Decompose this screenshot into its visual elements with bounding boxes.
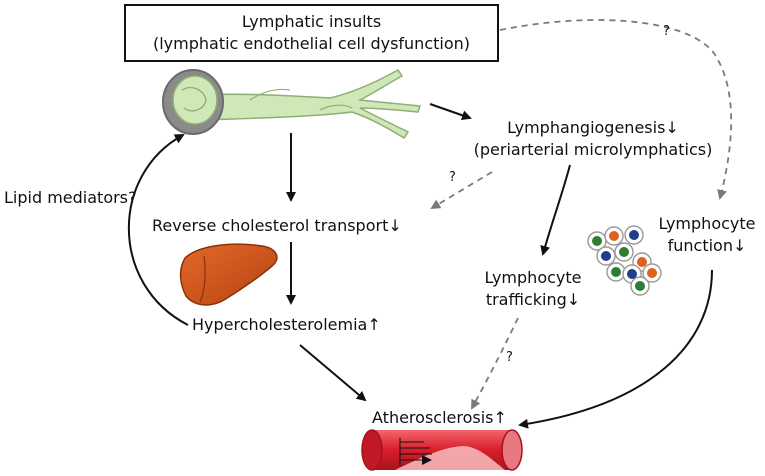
question-mark-bottom: ? bbox=[506, 350, 513, 365]
arrow-insults-to-function bbox=[499, 19, 733, 200]
lymphocyte-trafficking-label: Lymphocyte bbox=[484, 268, 582, 287]
hypercholesterolemia-label: Hypercholesterolemia↑ bbox=[192, 315, 381, 334]
arrow-hypercholesterolemia-to-vessel bbox=[127, 134, 189, 326]
lymphangiogenesis-sublabel: (periarterial microlymphatics) bbox=[473, 140, 713, 159]
question-mark-top-right: ? bbox=[663, 24, 670, 39]
arrow-vessel-to-lymphangiogenesis bbox=[429, 103, 472, 121]
liver-icon bbox=[179, 243, 278, 306]
lymphocyte-function-sublabel: function↓ bbox=[667, 236, 747, 255]
atherosclerosis-label: Atherosclerosis↑ bbox=[372, 408, 507, 427]
lymphocyte-cluster-icon bbox=[587, 225, 662, 296]
lymphatic-vessel-icon bbox=[162, 69, 422, 140]
artery-icon bbox=[361, 429, 523, 471]
lipid-mediators-label: Lipid mediators? bbox=[4, 188, 137, 207]
arrow-function-to-atherosclerosis bbox=[518, 269, 713, 429]
lymphangiogenesis-label: Lymphangiogenesis↓ bbox=[507, 118, 679, 137]
dashed-arrows bbox=[430, 19, 733, 410]
arrow-lymphangiogenesis-to-reverse-cholesterol bbox=[430, 171, 493, 210]
arrow-trafficking-to-atherosclerosis bbox=[471, 317, 519, 410]
question-mark-middle: ? bbox=[449, 170, 456, 185]
lymphatic-insults-subtitle: (lymphatic endothelial cell dysfunction) bbox=[152, 34, 471, 53]
lymphocyte-function-label: Lymphocyte bbox=[658, 214, 756, 233]
reverse-cholesterol-transport-label: Reverse cholesterol transport↓ bbox=[152, 216, 402, 235]
lymphocyte-trafficking-sublabel: trafficking↓ bbox=[485, 290, 581, 309]
lymphatic-insults-title: Lymphatic insults bbox=[241, 12, 382, 31]
solid-arrows bbox=[127, 103, 713, 429]
arrow-hypercholesterolemia-to-atherosclerosis bbox=[299, 344, 367, 402]
arrow-lymphangiogenesis-to-trafficking bbox=[540, 164, 571, 256]
lymphatic-insults-box bbox=[124, 4, 499, 62]
